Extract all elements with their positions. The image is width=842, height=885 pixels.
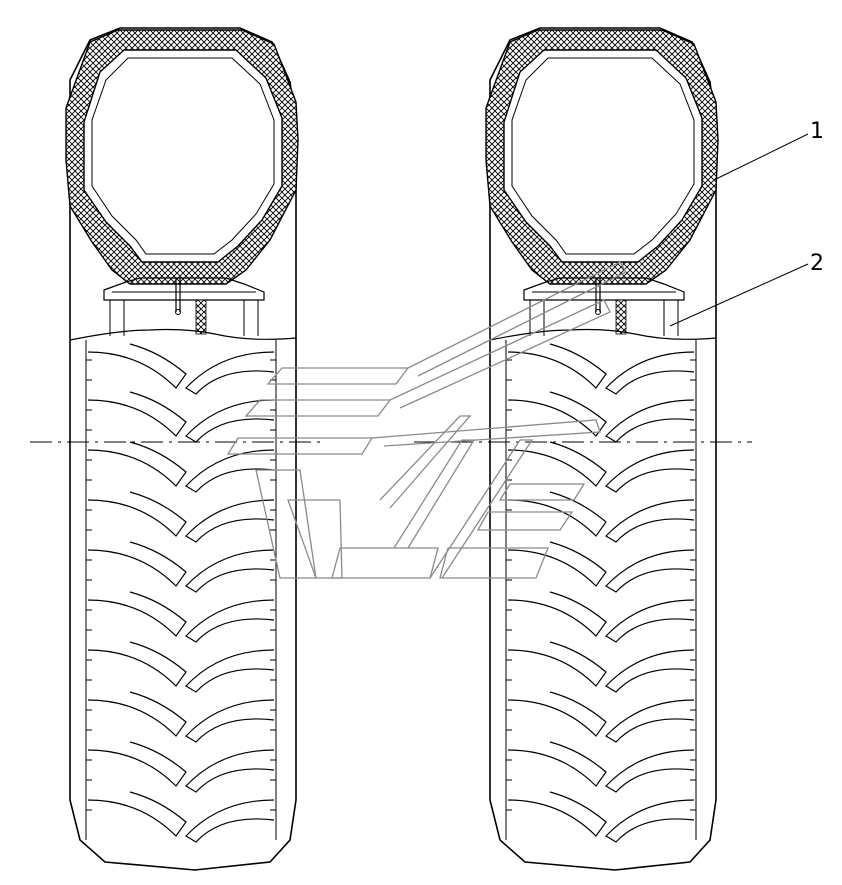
company-logo-watermark — [226, 261, 627, 579]
callout-1: 1 — [713, 119, 824, 181]
callout-2: 2 — [669, 251, 824, 327]
callout-2-label: 2 — [810, 251, 824, 276]
callout-1-label: 1 — [810, 119, 824, 144]
tire-right — [485, 27, 719, 871]
tire-left — [65, 27, 299, 871]
